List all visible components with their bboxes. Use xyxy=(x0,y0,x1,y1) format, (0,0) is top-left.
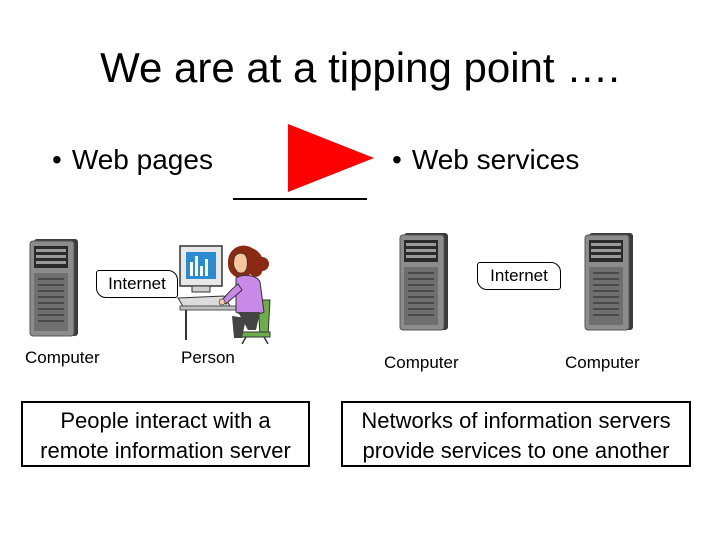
node-label-computer: Computer xyxy=(384,353,459,372)
caption-line: Networks of information servers xyxy=(361,408,671,433)
node-label-person: Person xyxy=(181,348,235,367)
caption-line: provide services to one another xyxy=(362,438,670,463)
bullet-dot: • xyxy=(52,144,62,175)
bullet-web-services-text: Web services xyxy=(411,144,580,175)
server-tower-icon xyxy=(399,233,448,331)
bullet-dot: • xyxy=(392,144,402,175)
caption-line: remote information server xyxy=(40,438,291,463)
arrow-underline xyxy=(233,198,367,200)
node-label-computer: Computer xyxy=(565,353,640,372)
caption-line: People interact with a xyxy=(60,408,271,433)
bullet-web-pages: • Web pages xyxy=(52,143,213,177)
internet-cloud-left: Internet xyxy=(96,270,178,298)
red-arrow-icon xyxy=(288,124,374,192)
server-tower-icon xyxy=(584,233,633,331)
caption-web-pages: People interact with a remote informatio… xyxy=(21,401,310,467)
internet-cloud-right: Internet xyxy=(477,262,561,290)
server-tower-icon xyxy=(29,239,78,337)
slide-title: We are at a tipping point …. xyxy=(100,44,620,91)
bullet-web-services: • Web services xyxy=(392,143,579,177)
person-at-computer-icon xyxy=(177,245,271,344)
bullet-web-pages-text: Web pages xyxy=(71,144,213,175)
node-label-computer: Computer xyxy=(25,348,100,367)
caption-web-services: Networks of information servers provide … xyxy=(341,401,691,467)
